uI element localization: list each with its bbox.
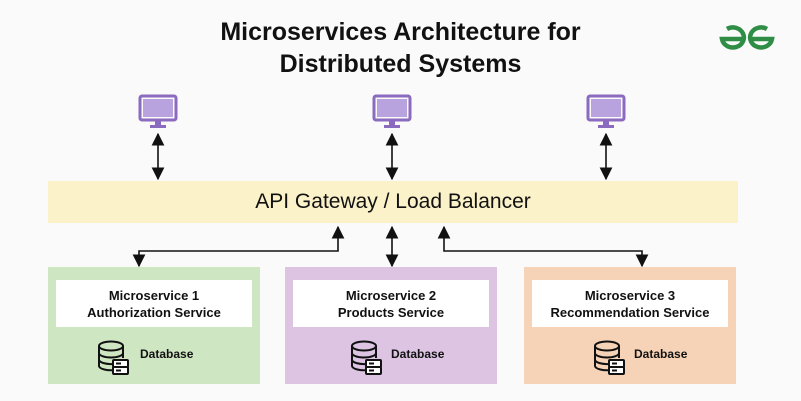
diagram-title: Microservices Architecture for Distribut… <box>0 16 801 80</box>
microservice-1-header: Microservice 1 Authorization Service <box>56 280 252 327</box>
monitor-icon <box>138 94 178 128</box>
microservice-2-box: Microservice 2 Products Service Database <box>285 267 497 384</box>
database-icon <box>594 340 625 375</box>
database-icon <box>351 340 382 375</box>
microservice-3-box: Microservice 3 Recommendation Service Da… <box>524 267 736 384</box>
microservice-3-desc: Recommendation Service <box>550 304 710 320</box>
service-3-arrow <box>437 225 649 268</box>
microservice-2-desc: Products Service <box>337 304 445 320</box>
api-gateway-label: API Gateway / Load Balancer <box>255 190 531 213</box>
monitor-icon <box>372 94 412 128</box>
microservice-1-name: Microservice 1 <box>108 287 200 303</box>
database-icon <box>98 340 129 375</box>
microservice-3-name: Microservice 3 <box>584 287 676 303</box>
api-gateway-box: API Gateway / Load Balancer <box>48 181 738 223</box>
microservice-2-header: Microservice 2 Products Service <box>293 280 489 327</box>
monitor-icon <box>586 94 626 128</box>
database-label: Database <box>391 347 445 361</box>
microservice-2-name: Microservice 2 <box>345 287 437 303</box>
service-1-arrow <box>132 225 345 268</box>
title-line-2: Distributed Systems <box>279 50 522 78</box>
title-line-1: Microservices Architecture for <box>220 18 581 46</box>
database-label: Database <box>634 347 688 361</box>
microservice-3-header: Microservice 3 Recommendation Service <box>532 280 728 327</box>
database-label: Database <box>140 347 194 361</box>
geeksforgeeks-logo-icon <box>719 25 775 50</box>
microservice-1-desc: Authorization Service <box>87 304 221 320</box>
microservice-1-box: Microservice 1 Authorization Service Dat… <box>48 267 260 384</box>
